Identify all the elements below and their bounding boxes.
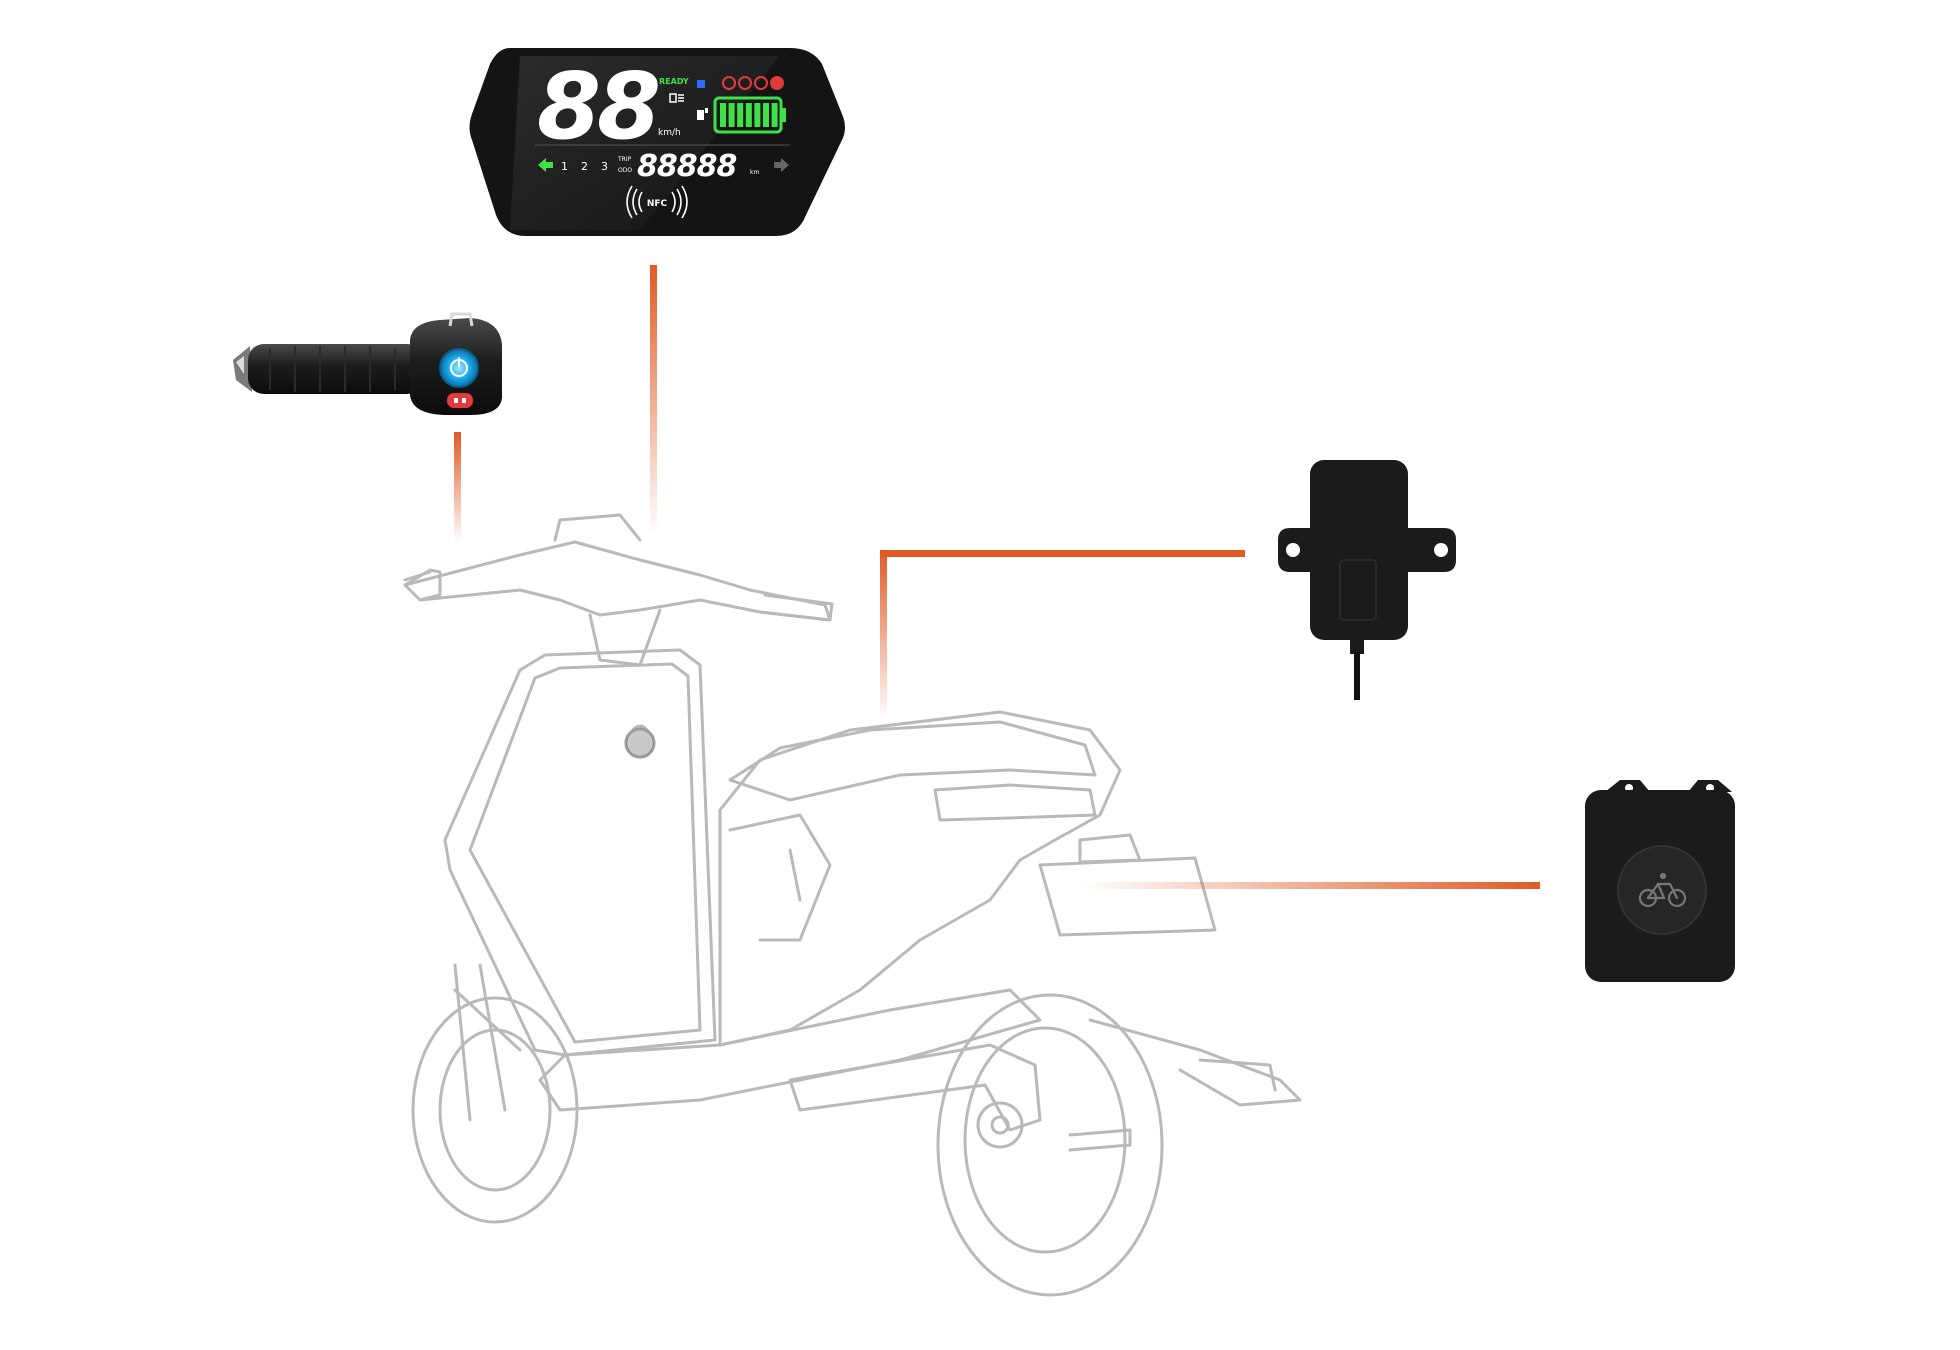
speed-unit: km/h (658, 128, 681, 138)
connector-grip (454, 432, 461, 542)
battery-bar (728, 103, 735, 127)
side-panel-line (728, 813, 832, 942)
warning-icon-3 (754, 76, 768, 90)
battery-bar (737, 103, 744, 127)
rear-hub (976, 1101, 1024, 1149)
connector-sensor (1080, 882, 1540, 889)
power-button[interactable] (439, 348, 479, 388)
handlebar (403, 540, 832, 622)
power-icon (450, 357, 468, 377)
connector-lines (454, 265, 1540, 889)
rear-body (718, 710, 1122, 1047)
odometer-unit: km (750, 169, 759, 176)
battery-cap (781, 108, 786, 122)
odo-label: ODO (618, 167, 632, 174)
front-fork (453, 963, 522, 1122)
tracker-cable (1354, 652, 1360, 700)
battery-bar (720, 103, 726, 127)
scooter-outline (403, 513, 1302, 1297)
front-wheel-inner (438, 1028, 552, 1192)
warning-icon-1 (722, 76, 736, 90)
tracker-left-hole (1286, 543, 1300, 557)
connector-display (650, 265, 657, 535)
license-plate (1038, 856, 1217, 937)
gear-3: 3 (601, 160, 608, 173)
battery-bar (754, 103, 761, 127)
rear-wheel-inner (963, 1026, 1127, 1254)
handlebar-top (553, 513, 642, 542)
front-wheel (411, 996, 579, 1224)
arrow-right-icon (774, 158, 789, 172)
handlebar-grip-switch (233, 312, 502, 415)
tracker-cable-boot (1350, 640, 1364, 654)
rear-mudguard (1088, 1018, 1302, 1107)
battery-bar (745, 103, 752, 127)
battery-bars (720, 103, 778, 127)
fuel-icon (697, 108, 708, 120)
tracker-right-ear (1408, 528, 1456, 572)
bluetooth-icon (697, 80, 705, 88)
connector-tracker-vertical (880, 550, 887, 720)
sensor-dial (1617, 845, 1707, 935)
rear-wheel (936, 993, 1164, 1297)
nfc-icon (626, 185, 688, 219)
battery-bar (763, 103, 769, 127)
tracker-body-seam (1339, 559, 1377, 621)
battery-bar (771, 103, 778, 127)
grip-rubber (248, 344, 423, 394)
front-shield-inner (468, 662, 702, 1044)
odometer-readout: 88888 (637, 149, 736, 184)
warning-icons (722, 76, 784, 90)
gear-2: 2 (581, 160, 588, 173)
lock-button (624, 727, 656, 759)
rear-step (1198, 1058, 1277, 1092)
red-button-icon (454, 398, 466, 403)
lcd-display: 88 km/h READY (469, 48, 845, 236)
headlight-icon (669, 93, 684, 103)
trip-label: TRIP (617, 156, 632, 163)
battery-gauge (713, 96, 786, 134)
connector-tracker-horizontal (880, 550, 1245, 557)
left-grip-outline (403, 568, 442, 602)
speed-readout: 88 (537, 53, 658, 160)
red-button[interactable] (447, 393, 473, 408)
right-grip-outline (758, 593, 834, 622)
switch-top-loop (448, 312, 474, 327)
sensor-module (1585, 780, 1735, 982)
steering-column (588, 608, 662, 667)
tracker-right-hole (1434, 543, 1448, 557)
rear-hub-bolt (990, 1115, 1010, 1135)
front-shield (443, 648, 717, 1057)
grip-ribs (269, 346, 396, 392)
warning-icon-2 (738, 76, 752, 90)
nfc-label: NFC (647, 199, 668, 209)
tracker-body (1310, 460, 1408, 640)
seat (728, 720, 1097, 802)
ready-indicator: READY (659, 77, 689, 86)
bike-icon (1638, 872, 1687, 908)
grip-tip (236, 356, 244, 374)
plate-bracket (1078, 833, 1142, 864)
arrow-left-icon (538, 158, 553, 172)
rear-brake (1068, 1128, 1132, 1152)
gear-1: 1 (561, 160, 568, 173)
tracker-module (1278, 460, 1456, 700)
warning-icon-4 (770, 76, 784, 90)
tail-light (933, 783, 1097, 822)
lcd-glare (510, 56, 780, 230)
swingarm (788, 1043, 1042, 1132)
